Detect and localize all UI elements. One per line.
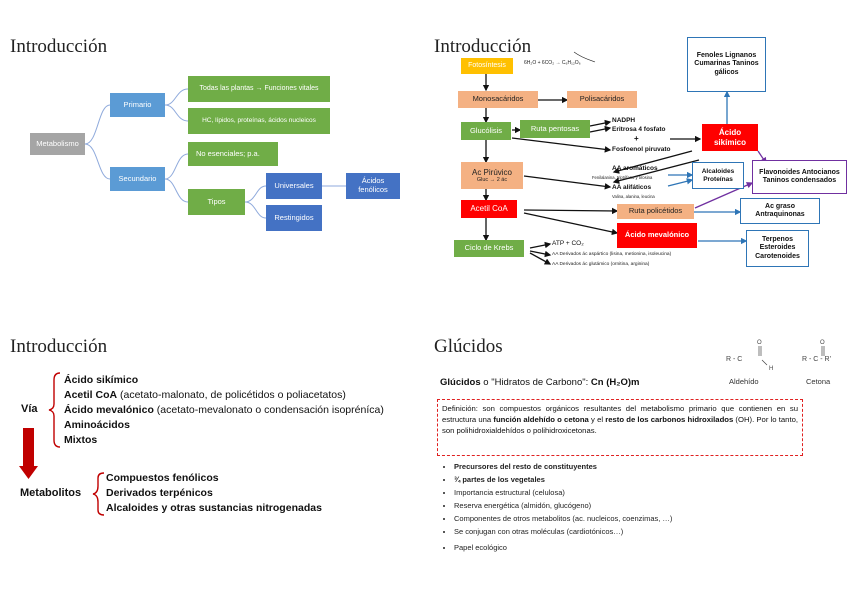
slide-introduccion-rutas: Introducción <box>424 0 848 299</box>
node-acetil-coa: Acetil CoA <box>461 200 517 218</box>
node-primario: Primario <box>110 93 165 117</box>
metabolito-item: Derivados terpénicos <box>106 487 213 499</box>
node-tipos: Tipos <box>188 189 245 215</box>
node-hc-lipidos: HC, lípidos, proteínas, ácidos nucleicos <box>188 108 330 134</box>
svg-text:O: O <box>820 340 825 346</box>
node-ruta-policetidos: Ruta policétidos <box>617 204 694 219</box>
label-nadph: NADPH <box>612 117 636 124</box>
slide-introduccion-vias: Introducción Vía Ácido sikímico Acetil C… <box>0 300 424 599</box>
via-label: Vía <box>21 403 38 415</box>
via-item-mevalonico: Ácido mevalónico (acetato-mevalonato o c… <box>64 404 384 416</box>
pathway-arrows <box>482 51 767 265</box>
metabolito-item: Compuestos fenólicos <box>106 472 219 484</box>
svg-text:H: H <box>769 366 773 372</box>
node-acidos-fenolicos: Ácidos fenólicos <box>346 173 400 199</box>
label-aa-derivados-2: AA Derivados ác glutámico (ornitina, arg… <box>552 262 650 267</box>
label-aa-aromaticos: AA aromáticos <box>612 165 658 172</box>
aldehido-formula: R - C <box>726 356 743 363</box>
metabolitos-list: Compuestos fenólicos Derivados terpénico… <box>106 471 322 516</box>
slide-title: Introducción <box>10 36 108 57</box>
node-todas-plantas: Todas las plantas → Funciones vitales <box>188 76 330 102</box>
bullet-item: ¾ partes de los vegetales <box>454 473 672 486</box>
via-list: Ácido sikímico Acetil CoA (acetato-malon… <box>64 373 384 448</box>
label-gluc-2ac: Gluc → 2 ác <box>476 176 508 183</box>
bullet-item: Importancia estructural (celulosa) <box>454 486 672 499</box>
slide-title: Introducción <box>10 336 108 357</box>
via-item-mixtos: Mixtos <box>64 434 98 446</box>
cetona-label: Cetona <box>806 377 831 386</box>
metabolito-item: Alcaloides y otras sustancias nitrogenad… <box>106 502 322 514</box>
label-eritrosa: Eritrosa 4 fosfato <box>612 126 666 133</box>
cetona-formula: R - C - R' <box>802 356 831 363</box>
mindmap-connectors <box>84 88 346 219</box>
node-ruta-pentosas: Ruta pentosas <box>520 120 590 138</box>
node-no-esenciales: No esenciales; p.a. <box>188 142 278 166</box>
svg-text:O: O <box>757 340 762 346</box>
node-ciclo-krebs: Ciclo de Krebs <box>454 240 524 257</box>
node-fotosintesis: Fotosíntesis <box>461 58 513 74</box>
node-flavonoides: Flavonoides Antocianos Taninos condensad… <box>752 160 847 194</box>
bullet-item: Precursores del resto de constituyentes <box>454 460 672 473</box>
definition-box: Definición: son compuestos orgánicos res… <box>437 399 803 456</box>
metabolitos-label: Metabolitos <box>20 487 82 499</box>
node-ac-piruvico: Ac Pirúvico Gluc → 2 ác <box>461 162 523 189</box>
label-plus: + <box>634 134 639 143</box>
label-aa-derivados-1: AA Derivados ác aspártico (lisina, metio… <box>552 252 672 257</box>
label-aa-alifaticos: AA alifáticos <box>612 184 652 191</box>
node-monosacaridos: Monosacáridos <box>458 91 538 108</box>
label-atp: ATP + CO₂ <box>552 240 584 247</box>
slide-introduccion-mapa: Introducción Metabolismo Primario Secund… <box>0 0 424 299</box>
glucidos-heading: Glúcidos o "Hidratos de Carbono": Cn (H₂… <box>440 377 640 388</box>
node-alcaloides-proteinas: Alcaloides Proteínas <box>692 162 744 189</box>
aldehido-label: Aldehído <box>729 377 759 386</box>
bullet-item: Reserva energética (almidón, glucógeno) <box>454 499 672 512</box>
glucidos-bullets: Precursores del resto de constituyentes … <box>440 460 672 554</box>
node-acido-mevalonico: Ácido mevalónico <box>617 223 697 248</box>
carbonyl-structures: O H O <box>757 340 825 372</box>
bullet-item: Componentes de otros metabolitos (ac. nu… <box>454 512 672 525</box>
node-terpenos: Terpenos Esteroides Carotenoides <box>746 230 809 267</box>
brace-and-arrow <box>19 372 105 516</box>
label-aa-aromaticos-sub: Fenilalanina, triptófano y tirosina <box>592 175 653 180</box>
label-ac-piruvico: Ac Pirúvico <box>471 167 512 177</box>
node-universales: Universales <box>266 173 322 199</box>
node-ac-graso: Ac graso Antraquinonas <box>740 198 820 224</box>
node-acido-sikimico: Ácido sikímico <box>702 124 758 151</box>
slide-title: Introducción <box>434 36 532 57</box>
node-polisacaridos: Polisacáridos <box>567 91 637 108</box>
slide-glucidos: Glúcidos O H O R - C R - C - R' Aldehído… <box>424 300 848 599</box>
node-restingidos: Restingidos <box>266 205 322 231</box>
via-item-sikimico: Ácido sikímico <box>64 374 139 386</box>
via-item-acetil-coa: Acetil CoA (acetato-malonato, de policét… <box>64 389 346 401</box>
slide-title: Glúcidos <box>434 336 503 357</box>
node-metabolismo: Metabolismo <box>30 133 85 155</box>
node-fenoles: Fenoles Lignanos Cumarinas Taninos gálic… <box>687 37 766 92</box>
via-item-aminoacidos: Aminoácidos <box>64 419 130 431</box>
node-glucolisis: Glucólisis <box>461 122 511 140</box>
photosynthesis-equation: 6H₂O + 6CO₂ → C₆H₁₂O₆ <box>524 60 581 66</box>
node-secundario: Secundario <box>110 167 165 191</box>
bullet-item: Se conjugan con otras moléculas (cardiot… <box>454 525 672 538</box>
label-fosfoenol: Fosfoenol piruvato <box>612 146 671 153</box>
label-aa-alifaticos-sub: Valina, alanina, leucina <box>612 194 655 199</box>
bullet-item: Papel ecológico <box>454 541 672 554</box>
